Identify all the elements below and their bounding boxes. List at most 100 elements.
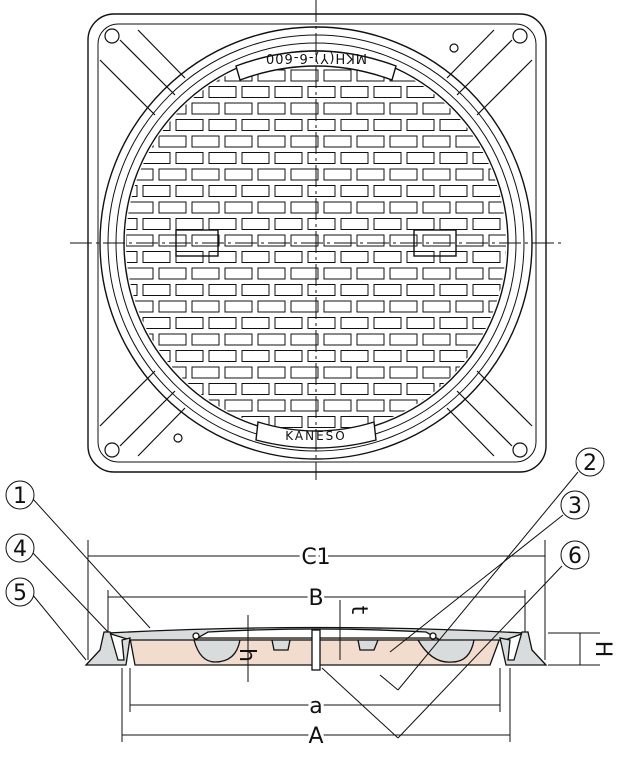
grate-brick [224, 135, 253, 148]
grate-brick [373, 350, 402, 362]
grate-brick [505, 383, 506, 395]
grate-brick [389, 168, 418, 181]
grate-brick [290, 69, 319, 82]
grate-brick [142, 350, 171, 362]
dim-h: h [234, 648, 259, 662]
grate-brick [406, 317, 435, 329]
grate-brick [356, 366, 385, 379]
grate-brick [257, 201, 286, 214]
grate-brick [126, 300, 154, 313]
corner-ribs [99, 28, 533, 458]
grate-brick [191, 234, 220, 247]
grate-brick [406, 119, 435, 131]
grate-brick [323, 366, 352, 379]
grate-brick [126, 251, 138, 263]
grate-brick [142, 185, 171, 197]
grate-brick [224, 234, 253, 247]
grate-brick [142, 218, 171, 230]
grate-brick [488, 300, 506, 313]
dim-B: B [308, 586, 323, 611]
grate-brick [373, 86, 402, 98]
grate-brick [241, 317, 270, 329]
grate-brick [406, 152, 435, 164]
grate-brick [323, 234, 352, 247]
grate-brick [224, 300, 253, 313]
callout-3: 3 [560, 490, 590, 520]
grate-brick [439, 284, 468, 296]
grate-brick [274, 383, 303, 395]
grate-brick [175, 383, 204, 395]
dim-t: t [346, 606, 371, 615]
callout-2: 2 [575, 447, 605, 477]
grate-brick [472, 218, 501, 230]
grate-brick [274, 86, 303, 98]
grate-brick [340, 152, 369, 164]
grate-brick [158, 168, 187, 181]
grate-brick [356, 102, 385, 115]
grate-brick [389, 234, 418, 247]
grate-brick [406, 185, 435, 197]
grate-brick [241, 383, 270, 395]
grate-brick [257, 267, 286, 280]
grate-brick [191, 267, 220, 280]
grate-brick [257, 234, 286, 247]
grate-brick [307, 185, 336, 197]
grate-brick [505, 152, 506, 164]
grate-brick [158, 333, 187, 346]
grate-brick [126, 201, 154, 214]
grate-brick [373, 119, 402, 131]
grate-brick [290, 102, 319, 115]
grate-brick [191, 333, 220, 346]
grate-brick [274, 251, 303, 263]
grate-brick [389, 102, 418, 115]
grate-brick [158, 201, 187, 214]
grate-brick [290, 135, 319, 148]
grate-brick [455, 168, 484, 181]
grate-brick [340, 317, 369, 329]
grate-brick [389, 366, 418, 379]
grate-brick [488, 366, 506, 379]
grate-brick [290, 234, 319, 247]
dimension-lines [31, 471, 600, 742]
frame-left [84, 631, 131, 666]
grate-brick [224, 399, 253, 412]
grate-brick [290, 333, 319, 346]
grate-brick [439, 218, 468, 230]
grate-brick [340, 251, 369, 263]
grate-brick [455, 201, 484, 214]
grate-brick [373, 317, 402, 329]
grate-brick [406, 284, 435, 296]
grate-brick [158, 135, 187, 148]
grate-brick [257, 333, 286, 346]
grate-brick [488, 135, 506, 148]
svg-text:3: 3 [568, 494, 582, 519]
grate-brick [241, 119, 270, 131]
grate-brick [208, 86, 237, 98]
cover-marking-bottom: KANESO [285, 429, 347, 443]
grate-brick [307, 251, 336, 263]
grate-brick [142, 284, 171, 296]
grate-brick [406, 350, 435, 362]
grate-brick [142, 317, 171, 329]
grate-brick [274, 317, 303, 329]
grate-brick [439, 317, 468, 329]
grate-brick [290, 399, 319, 412]
grate-brick [126, 218, 138, 230]
grate-brick [290, 366, 319, 379]
grate-brick [455, 399, 484, 412]
grate-brick [455, 267, 484, 280]
grate-brick [356, 234, 385, 247]
grate-brick [323, 333, 352, 346]
grate-brick [340, 185, 369, 197]
grate-brick [290, 267, 319, 280]
grate-brick [142, 152, 171, 164]
cover-marking-top: MKH(Y)-6-600 [265, 50, 367, 65]
grate-brick [389, 135, 418, 148]
grate-brick [191, 102, 220, 115]
grate-brick [422, 333, 451, 346]
grate-brick [356, 333, 385, 346]
grate-brick [356, 201, 385, 214]
grate-brick [356, 168, 385, 181]
grate-brick [472, 350, 501, 362]
grate-brick [208, 284, 237, 296]
